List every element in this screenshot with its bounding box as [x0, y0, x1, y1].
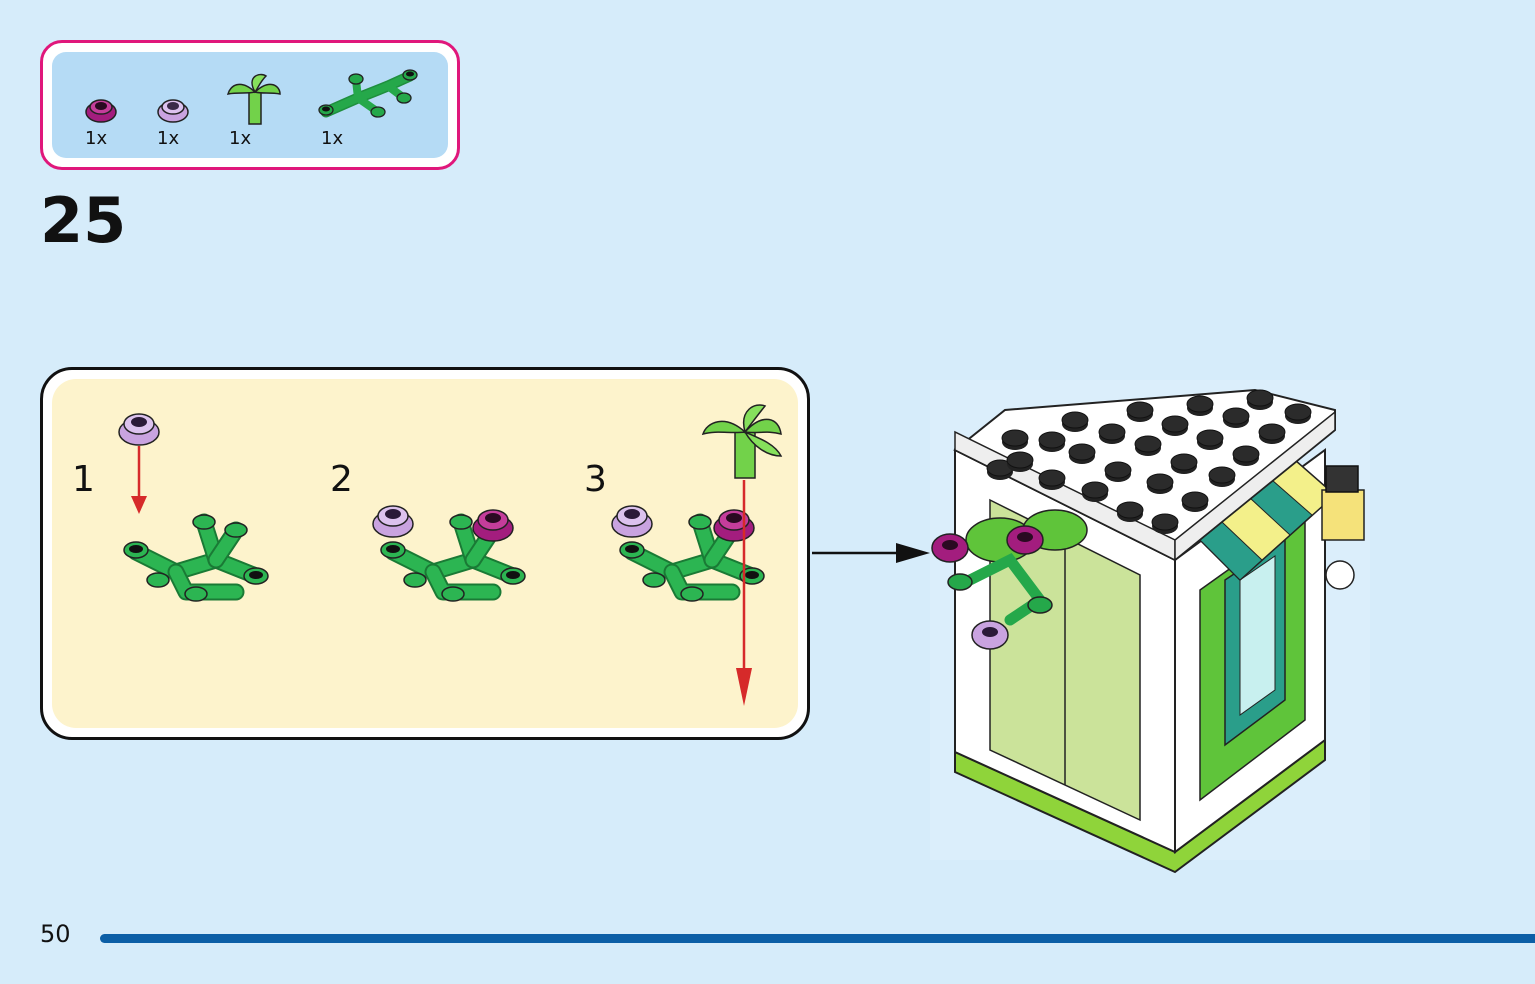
roof-stud: [1068, 443, 1096, 461]
roof-stud: [1038, 431, 1066, 449]
roof-stud: [1006, 451, 1034, 469]
model-window-glass: [1239, 555, 1276, 716]
roof-edge-right: [1174, 410, 1336, 562]
roof-stud: [1126, 401, 1154, 419]
roof-stud: [1222, 407, 1250, 425]
page-footer-bar: [100, 934, 1535, 943]
part-qty-3: 1x: [229, 128, 252, 149]
model-plant: [931, 509, 1088, 650]
parts-list-callout: [40, 40, 460, 170]
page-number: 50: [40, 920, 71, 948]
roof-studs: [986, 389, 1312, 534]
sub1-arrow-head: [131, 496, 147, 514]
roof-stud: [1181, 491, 1209, 509]
roof-stud: [1186, 395, 1214, 413]
roof-stud: [1208, 466, 1236, 484]
roof-stud: [1081, 481, 1109, 499]
roof-stud: [1061, 411, 1089, 429]
roof-stud: [1284, 403, 1312, 421]
roof-stud: [1246, 389, 1274, 407]
sub-step-label-1: 1: [72, 459, 95, 500]
part-qty-1: 1x: [85, 128, 108, 149]
roof-stud: [1170, 453, 1198, 471]
model-lamp-cap: [1325, 465, 1359, 493]
sub-step-label-3: 3: [584, 459, 607, 500]
part-qty-2: 1x: [157, 128, 180, 149]
model-lamp-bracket: [1325, 560, 1355, 590]
part-lavender-flower-icon: [156, 96, 190, 124]
roof-stud: [1038, 469, 1066, 487]
connector-arrow-head: [896, 543, 930, 563]
roof-stud: [1098, 423, 1126, 441]
roof-stud: [1001, 429, 1029, 447]
part-palm-leaf-icon: [226, 72, 282, 126]
roof-stud: [1196, 429, 1224, 447]
sub-step-label-2: 2: [330, 459, 353, 500]
sub-assembly-panel-inner: [52, 379, 798, 728]
roof-stud: [1116, 501, 1144, 519]
sub-assembly-panel: [40, 367, 810, 740]
roof-stud: [1161, 415, 1189, 433]
part-branch-plate-icon: [318, 66, 420, 124]
roof-stud: [1232, 445, 1260, 463]
roof-stud: [1151, 513, 1179, 531]
part-qty-4: 1x: [321, 128, 344, 149]
model-lamp: [1321, 489, 1365, 541]
roof-stud: [1104, 461, 1132, 479]
step-number: 25: [40, 184, 127, 257]
roof-stud: [1258, 423, 1286, 441]
roof-stud: [1134, 435, 1162, 453]
sub3-arrow-head: [736, 668, 752, 706]
roof-stud: [1146, 473, 1174, 491]
part-magenta-flower-icon: [84, 96, 118, 124]
